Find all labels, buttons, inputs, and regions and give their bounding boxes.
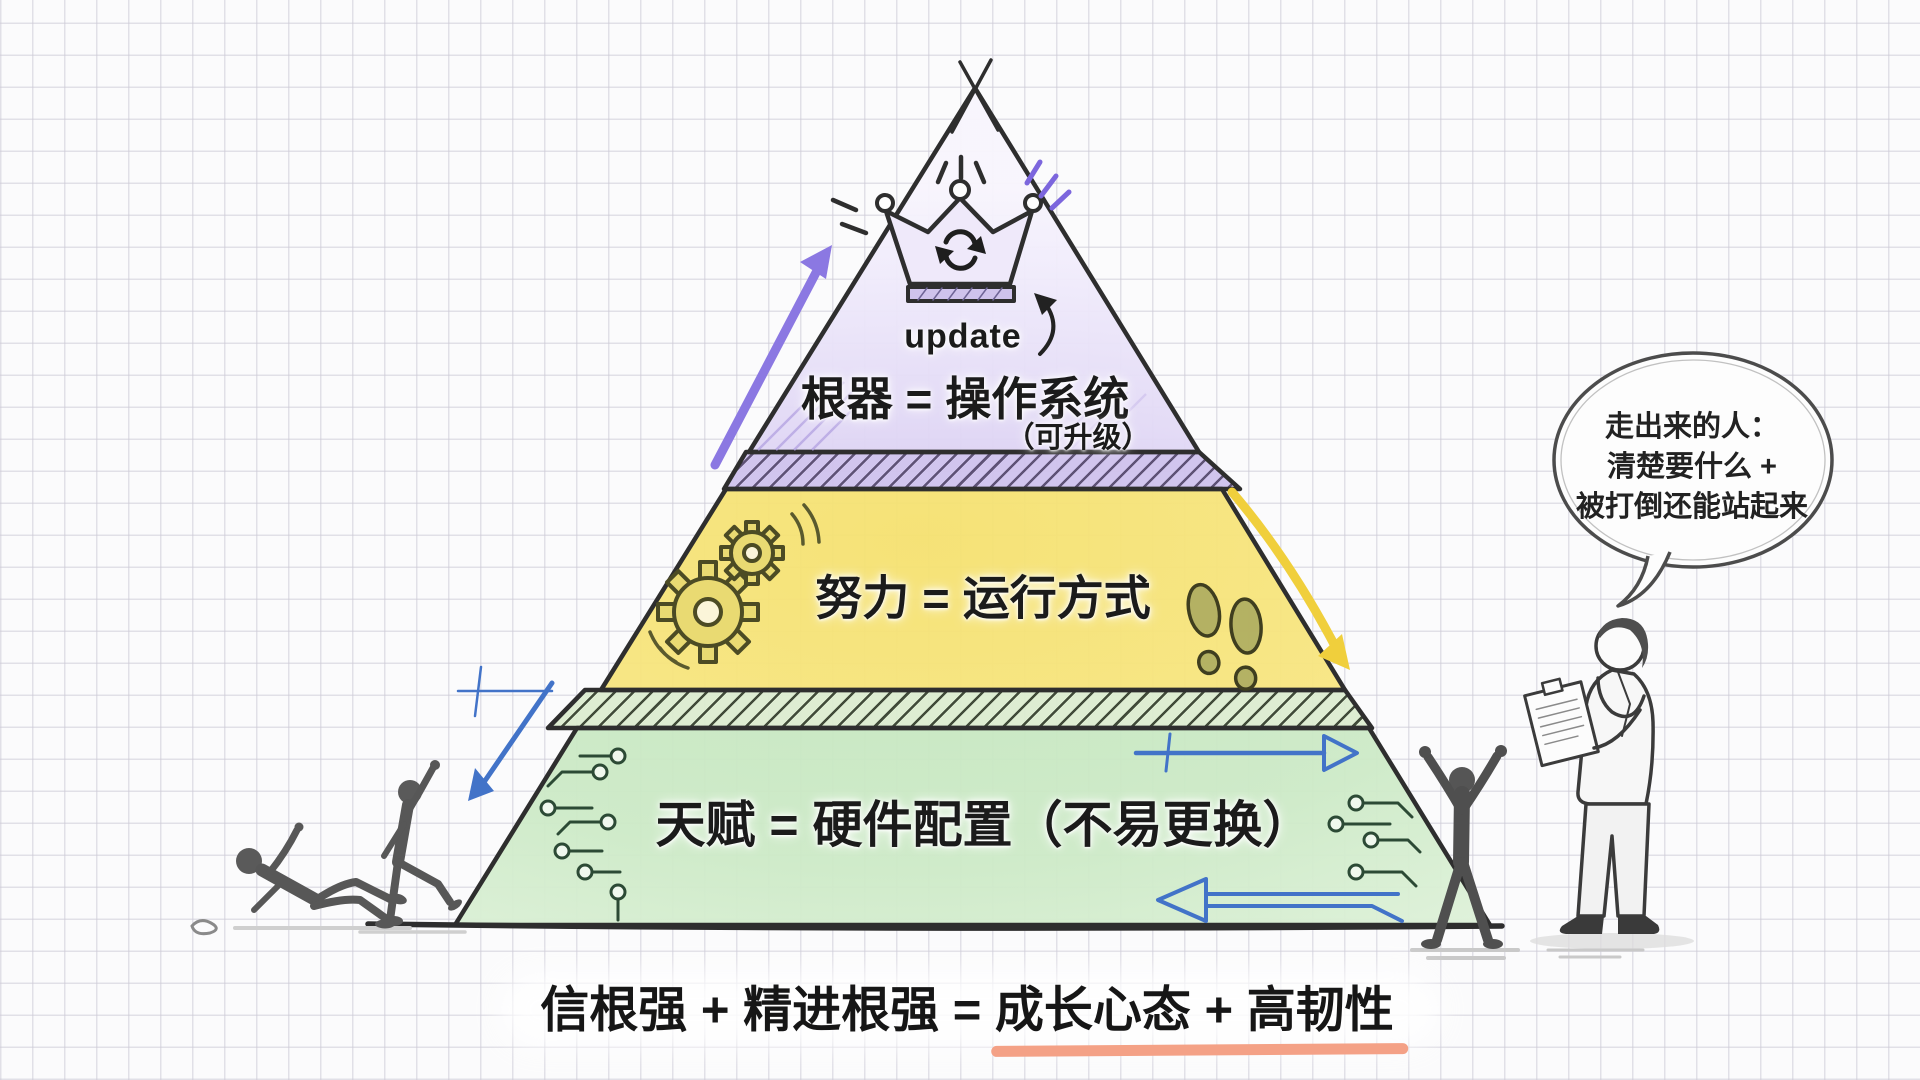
gears-icon [648,503,821,670]
footprints-icon [1186,582,1263,691]
speech-bubble-text: 走出来的人： 清楚要什么 + 被打倒还能站起来 [1576,407,1808,527]
cheering-person-figure [1410,745,1520,960]
speech-bubble [1552,351,1834,608]
caption-highlight: 成长心态 + 高韧性 [994,983,1394,1038]
hair [1598,618,1649,668]
circuit-traces-right-icon [1327,794,1422,888]
pyramid-outline [365,58,1505,931]
refresh-icon [935,229,986,271]
circuit-traces-left-icon [539,747,627,922]
update-badge: update [904,317,1022,356]
bottom-level-label: 天赋 = 硬件配置（不易更换） [655,797,1313,853]
growth-arrow-icon [710,245,832,470]
crown-icon [875,179,1043,303]
climbing-person-figure [358,760,467,934]
setback-arrow-icon [456,665,555,801]
speech-bubble-line: 被打倒还能站起来 [1575,491,1809,523]
forward-arrow-icon [1133,732,1359,773]
rollback-arrow-icon [1156,877,1404,923]
sparkle-icon [830,154,1072,236]
caption-prefix: 信根强 + 精进根强 = [540,983,995,1038]
speech-bubble-line: 清楚要什么 + [1606,451,1777,483]
top-level-label: 根器 = 操作系统 [800,373,1130,425]
caption-halo [500,972,1440,1047]
middle-level-label: 努力 = 运行方式 [815,571,1151,625]
observer-person-figure [1523,618,1694,959]
fallen-person-figure [190,822,412,936]
update-arrow-icon [1034,293,1057,356]
effort-arrow-icon [1227,487,1350,670]
pencil-hatching [757,381,1147,451]
speech-bubble-line: 走出来的人： [1604,411,1780,443]
caption: 信根强 + 精进根强 = 成长心态 + 高韧性 [540,971,1408,1057]
top-level-sublabel: （可升级） [1005,422,1151,454]
clipboard-icon [1523,677,1600,768]
